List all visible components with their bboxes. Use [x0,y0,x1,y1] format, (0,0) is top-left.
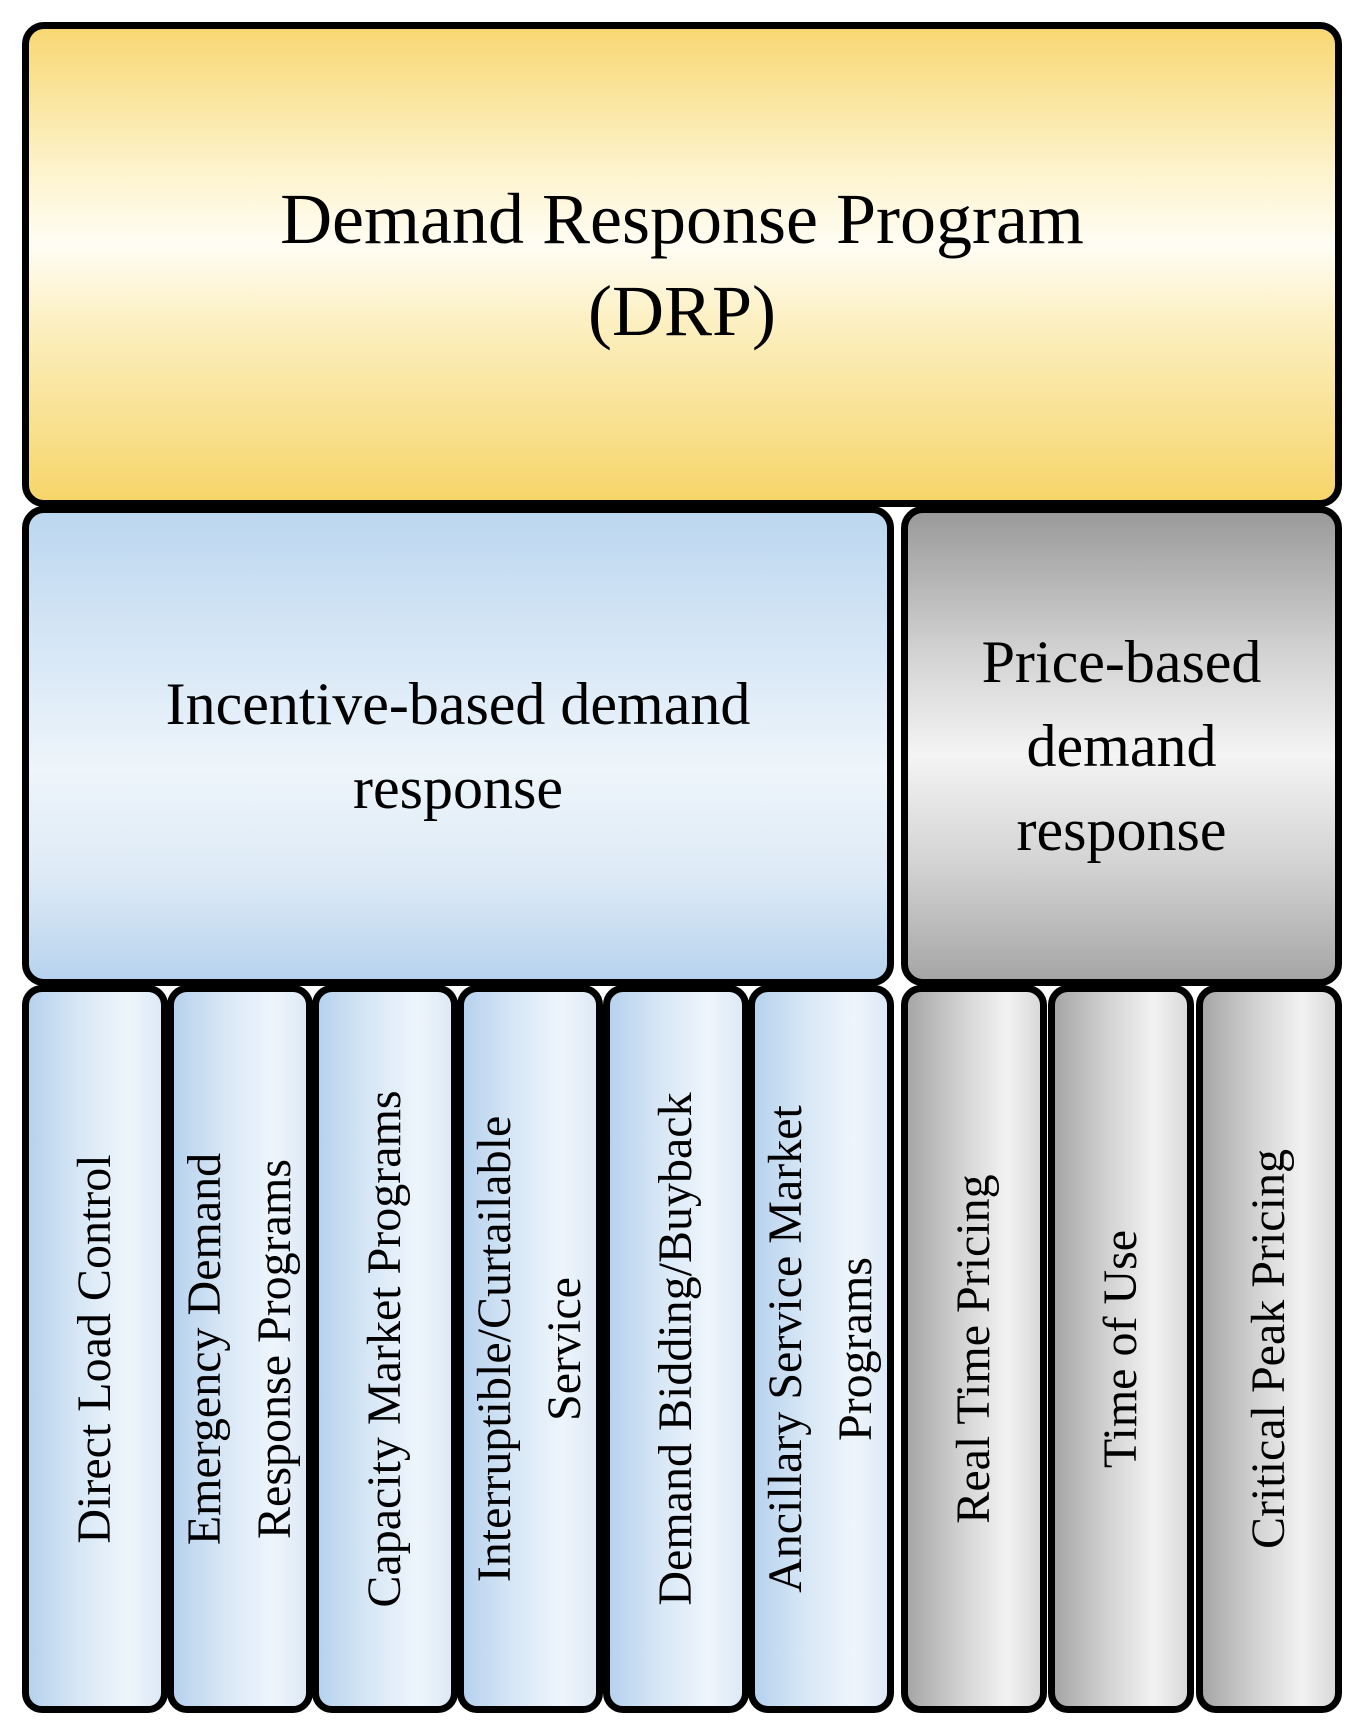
price-line2: demand [1026,713,1217,779]
price-based-label: Price-based demand response [982,620,1262,872]
price-based-box: Price-based demand response [901,506,1342,986]
program-real-time-pricing: Real Time Pricing [901,985,1047,1713]
program-direct-load-control: Direct Load Control [22,985,168,1713]
program-critical-peak-pricing: Critical Peak Pricing [1196,985,1342,1713]
program-label: Ancillary Service Market Programs [759,1105,882,1593]
program-ancillary-service-market: Ancillary Service Market Programs [748,985,894,1713]
program-demand-bidding-buyback: Demand Bidding/Buyback [603,985,749,1713]
drp-root-label: Demand Response Program (DRP) [280,173,1084,357]
program-label: Emergency Demand Response Programs [178,1152,301,1546]
program-capacity-market: Capacity Market Programs [312,985,458,1713]
program-interruptible-curtailable: Interruptible/Curtailable Service [457,985,603,1713]
program-emergency-demand-response: Emergency Demand Response Programs [167,985,313,1713]
price-line3: response [1016,797,1227,863]
price-line1: Price-based [981,629,1262,695]
drp-root-line2: (DRP) [587,270,776,351]
program-label: Interruptible/Curtailable Service [468,1115,591,1583]
incentive-based-box: Incentive-based demand response [22,506,894,986]
incentive-line1: Incentive-based demand [165,671,751,737]
program-label: Capacity Market Programs [358,1090,411,1608]
incentive-line2: response [353,755,563,821]
incentive-based-label: Incentive-based demand response [166,662,751,830]
program-label: Critical Peak Pricing [1242,1149,1295,1549]
program-label: Demand Bidding/Buyback [649,1092,702,1606]
program-time-of-use: Time of Use [1048,985,1194,1713]
program-label: Direct Load Control [68,1154,121,1544]
program-label: Real Time Pricing [947,1174,1000,1524]
drp-root-box: Demand Response Program (DRP) [22,22,1342,507]
drp-root-line1: Demand Response Program [280,178,1084,259]
program-label: Time of Use [1094,1229,1147,1469]
